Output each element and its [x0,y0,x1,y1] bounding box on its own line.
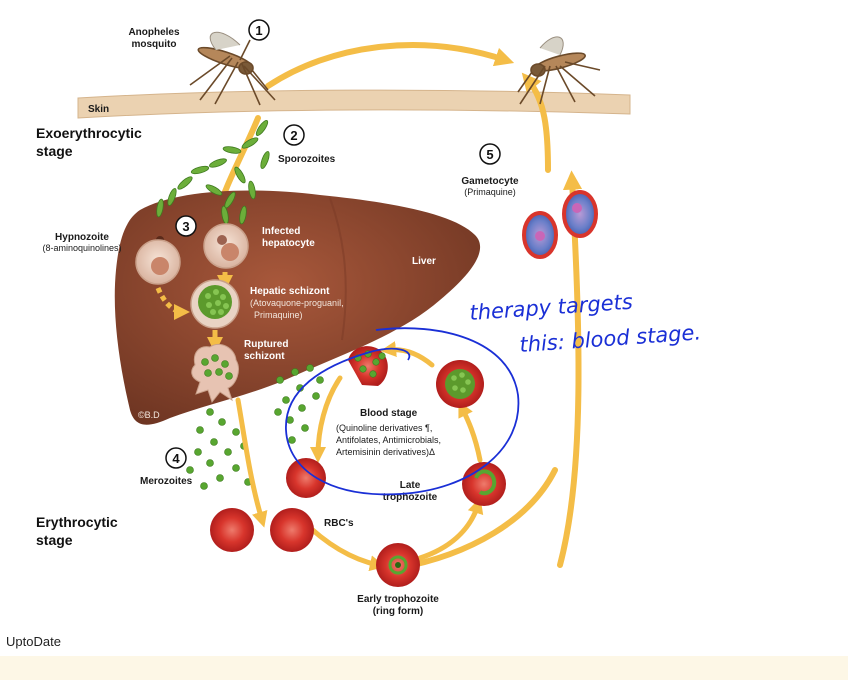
infected-hepatocyte-label-1: Infected [262,226,300,237]
merozoites-label: Merozoites [140,476,193,487]
diagram-canvas: 1 2 3 4 5 Anopheles mosquito Skin Exoery… [36,19,702,617]
malaria-lifecycle-diagram: 1 2 3 4 5 Anopheles mosquito Skin Exoery… [36,19,702,617]
annotation-line-2: this: blood stage. [519,320,702,357]
gametocyte-label: Gametocyte [461,176,519,187]
liver-label: Liver [412,256,436,267]
hepatic-schizont-drug-label-1: (Atovaquone-proguanil, [250,298,344,308]
step-numbers: 1 2 3 4 5 [165,19,501,469]
hypnozoite-cell [135,239,181,285]
sporozoites [156,120,270,225]
signature-label: ©B.D [138,410,160,420]
ruptured-schizont-label-1: Ruptured [244,339,288,350]
rbc-cell [210,508,254,552]
step-badge-5 [479,143,501,165]
infected-hepatocyte-label-2: hepatocyte [262,238,315,249]
annotation-circle [285,327,520,496]
late-trophozoite-rbc [462,462,506,506]
rbcs-label: RBC's [324,518,354,529]
source-caption: UptoDate [6,634,61,649]
blood-stage-label: Blood stage [360,408,418,419]
erythrocytic-stage-label-1: Erythrocytic [36,514,118,530]
hepatic-schizont-drug-label-2: Primaquine) [254,310,303,320]
mosquito-right-icon [517,36,601,105]
mosquito-left-icon [189,31,276,106]
dormancy-arrow [155,286,190,320]
ruptured-schizont-cell [191,343,239,404]
liver-lobe-line [329,197,347,341]
blood-stage-drugs-label-3: Artemisinin derivatives)Δ [336,447,435,457]
mosquito-label-2: mosquito [132,39,177,50]
mosquito-label-1: Anopheles [128,27,180,38]
blood-stage-drugs-label-1: (Quinoline derivatives ¶, [336,423,432,433]
infected-hepatocyte-cell [203,223,249,269]
hypnozoite-label: Hypnozoite [55,232,109,243]
skin-band [77,89,631,119]
cycle-arrows [208,42,583,571]
step-4: 4 [172,451,180,466]
early-trophozoite-label-1: Early trophozoite [357,594,439,605]
exoerythrocytic-stage-label-2: stage [36,143,73,159]
erythrocytic-stage-label-2: stage [36,532,73,548]
rbc-cell [270,508,314,552]
annotation-line-1: therapy targets [469,290,634,325]
step-badge-4 [165,447,187,469]
step-1: 1 [255,23,262,38]
bottom-band [0,656,848,680]
late-trophozoite-label-2: trophozoite [383,492,438,503]
early-trophozoite-label-2: (ring form) [373,606,424,617]
step-badge-1 [248,19,270,41]
step-badge-3 [175,215,197,237]
rbc-cell [286,458,326,498]
step-2: 2 [290,128,297,143]
hepatic-schizont-label: Hepatic schizont [250,286,330,297]
gametocytes [522,190,598,259]
step-badge-2 [283,124,305,146]
ruptured-schizont-label-2: schizont [244,351,285,362]
sporozoites-label: Sporozoites [278,154,336,165]
hypnozoite-drug-label: (8-aminoquinolines) [42,243,121,253]
skin-label: Skin [88,104,109,115]
exoerythrocytic-stage-label-1: Exoerythrocytic [36,125,142,141]
blood-cycle-arrows [235,341,484,572]
step-5: 5 [486,147,493,162]
hepatic-schizont-cell [190,279,240,329]
late-trophozoite-label-1: Late [400,480,421,491]
blood-stage-drugs-label-2: Antifolates, Antimicrobials, [336,435,441,445]
gametocyte-drug-label: (Primaquine) [464,187,516,197]
step-3: 3 [182,219,189,234]
